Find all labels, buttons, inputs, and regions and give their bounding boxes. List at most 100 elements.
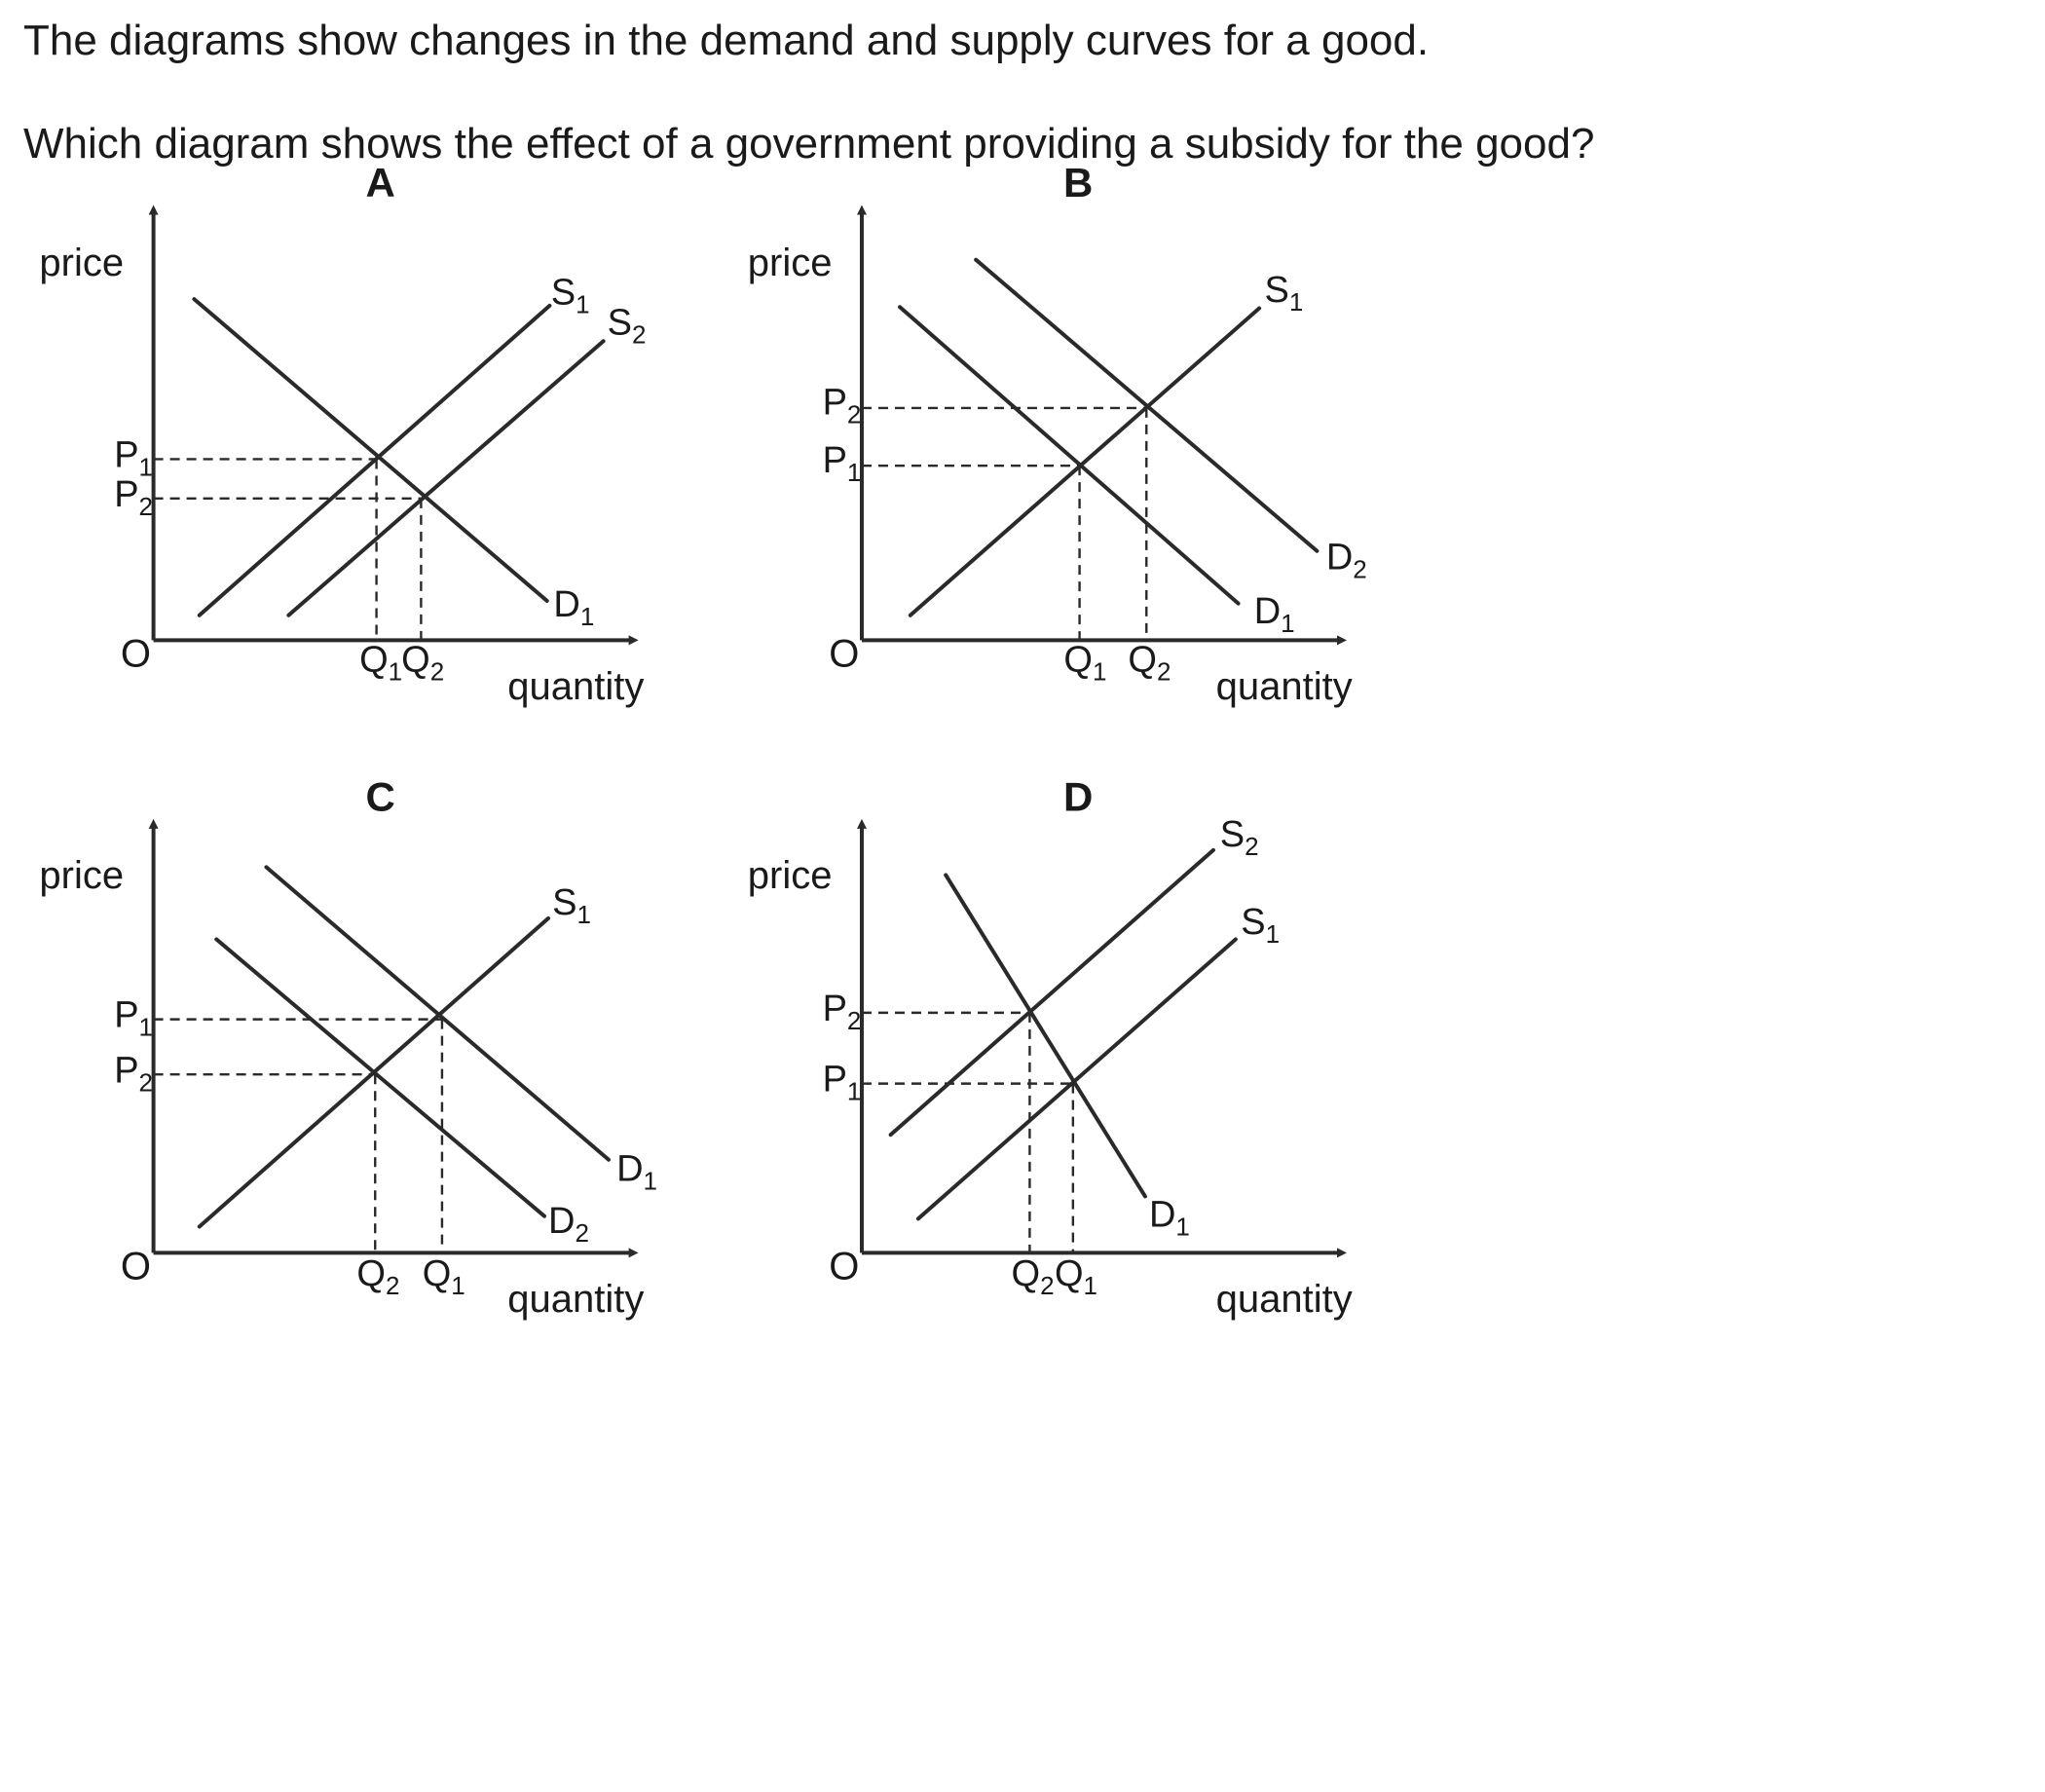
quantity-label: Q2 (401, 640, 444, 687)
price-axis-label: price (39, 854, 124, 897)
price-label-subscript: 2 (847, 400, 861, 429)
quantity-label: Q1 (1055, 1253, 1097, 1300)
price-label-subscript: 1 (847, 1077, 861, 1106)
price-label-subscript: 1 (847, 458, 861, 487)
demand-curve-d1-label-subscript: 1 (580, 602, 594, 631)
demand-curve-d1-label: D1 (1254, 591, 1295, 638)
price-label: P2 (114, 1050, 153, 1097)
supply-curve-s1-label-letter: S (1265, 270, 1289, 311)
demand-curve-d2-label-letter: D (1326, 538, 1353, 579)
supply-curve-s2-label-subscript: 2 (1245, 832, 1258, 861)
price-label-letter: P (114, 474, 138, 515)
supply-curve-s1-label: S1 (551, 273, 590, 319)
quantity-label-letter: Q (423, 1253, 452, 1294)
demand-curve-d1-label-letter: D (553, 584, 579, 625)
demand-curve-d1 (192, 297, 549, 603)
demand-curve-d2-label-subscript: 2 (1353, 555, 1366, 584)
price-label-letter: P (823, 1060, 847, 1101)
price-label-letter: P (114, 1050, 138, 1091)
supply-curve-s1 (197, 303, 552, 617)
demand-curve-d1-label: D1 (553, 584, 594, 631)
supply-curve-s1-label-letter: S (551, 273, 576, 314)
demand-curve-d1-label-subscript: 1 (644, 1166, 657, 1195)
price-label: P2 (823, 989, 862, 1035)
question-line-1: The diagrams show changes in the demand … (23, 17, 1430, 64)
quantity-label: Q2 (1128, 640, 1171, 687)
quantity-axis-label: quantity (507, 1278, 644, 1321)
supply-curve-s1-label: S1 (1265, 270, 1304, 317)
price-label: P1 (823, 440, 862, 487)
quantity-label-subscript: 2 (386, 1271, 399, 1300)
question-line-2: Which diagram shows the effect of a gove… (23, 120, 1595, 168)
quantity-label-subscript: 1 (1084, 1271, 1097, 1300)
price-label-subscript: 2 (139, 492, 153, 521)
demand-curve-d2-label: D2 (1326, 538, 1367, 584)
quantity-axis-label: quantity (1216, 665, 1353, 708)
price-label-subscript: 1 (139, 453, 153, 482)
price-axis-label: price (39, 242, 124, 284)
supply-curve-s2 (915, 937, 1238, 1221)
quantity-label: Q1 (359, 640, 402, 687)
demand-curve-d2-label: D2 (548, 1201, 589, 1248)
supply-curve-s1 (197, 915, 551, 1229)
supply-curve-s2-label-subscript: 2 (632, 319, 646, 349)
price-label-letter: P (114, 995, 138, 1036)
demand-curve-d1-label-subscript: 1 (1175, 1212, 1189, 1241)
diagram-letter-a: A (365, 160, 394, 205)
quantity-label-subscript: 2 (1157, 657, 1171, 687)
supply-curve-s1-label: S1 (552, 882, 591, 929)
demand-curve-d2-label-letter: D (548, 1201, 575, 1242)
demand-curve-d1-label-letter: D (1254, 591, 1281, 632)
supply-curve-s2-label-letter: S (1220, 814, 1245, 855)
price-label-letter: P (114, 435, 138, 476)
supply-curve-s1-label-letter: S (552, 882, 576, 923)
supply-curve-s1-label-subscript: 1 (1289, 287, 1303, 317)
price-label: P1 (114, 995, 153, 1042)
diagram-letter-b: B (1063, 160, 1093, 205)
origin-label: O (121, 632, 151, 675)
price-label-letter: P (823, 989, 847, 1029)
price-label-subscript: 2 (139, 1067, 153, 1097)
quantity-label-letter: Q (401, 640, 430, 681)
demand-curve-d1-label-subscript: 1 (1281, 609, 1294, 638)
price-label-subscript: 1 (139, 1013, 153, 1042)
supply-curve-s2-label-letter: S (608, 302, 632, 343)
price-axis-label: price (748, 854, 833, 897)
origin-label: O (121, 1245, 151, 1288)
price-label-letter: P (823, 383, 847, 424)
diagram-letter-c: C (365, 773, 394, 819)
quantity-axis-label: quantity (507, 665, 644, 708)
quantity-label: Q2 (1012, 1253, 1055, 1300)
demand-curve-d1-label: D1 (616, 1148, 657, 1195)
supply-curve-s1-label: S1 (1241, 902, 1280, 949)
price-label: P1 (114, 435, 153, 482)
supply-curve-s1-label-subscript: 1 (576, 900, 590, 929)
quantity-label-letter: Q (1055, 1253, 1084, 1294)
price-label: P2 (114, 474, 153, 521)
demand-curve-d1-label-letter: D (616, 1148, 643, 1189)
diagram-letter-d: D (1063, 773, 1093, 819)
quantity-label-subscript: 2 (1040, 1271, 1054, 1300)
supply-curve-s1-label-letter: S (1241, 902, 1265, 943)
price-axis-label: price (748, 242, 833, 284)
supply-curve-s1 (888, 847, 1215, 1138)
demand-curve-d2 (214, 937, 547, 1218)
supply-curve-s2-label: S2 (608, 302, 647, 349)
quantity-label-subscript: 2 (430, 657, 444, 687)
supply-curve-s1 (908, 306, 1262, 617)
supply-curve-s2-label: S2 (1220, 814, 1259, 861)
quantity-label: Q2 (356, 1253, 399, 1300)
demand-curve-d1-label-letter: D (1149, 1194, 1175, 1235)
quantity-label-letter: Q (1063, 640, 1093, 681)
price-label-letter: P (823, 440, 847, 481)
supply-curve-s2 (286, 339, 606, 617)
origin-label: O (829, 1245, 859, 1288)
demand-curve-d1 (898, 305, 1241, 606)
quantity-label-letter: Q (356, 1253, 386, 1294)
quantity-axis-label: quantity (1216, 1278, 1353, 1321)
origin-label: O (829, 632, 859, 675)
